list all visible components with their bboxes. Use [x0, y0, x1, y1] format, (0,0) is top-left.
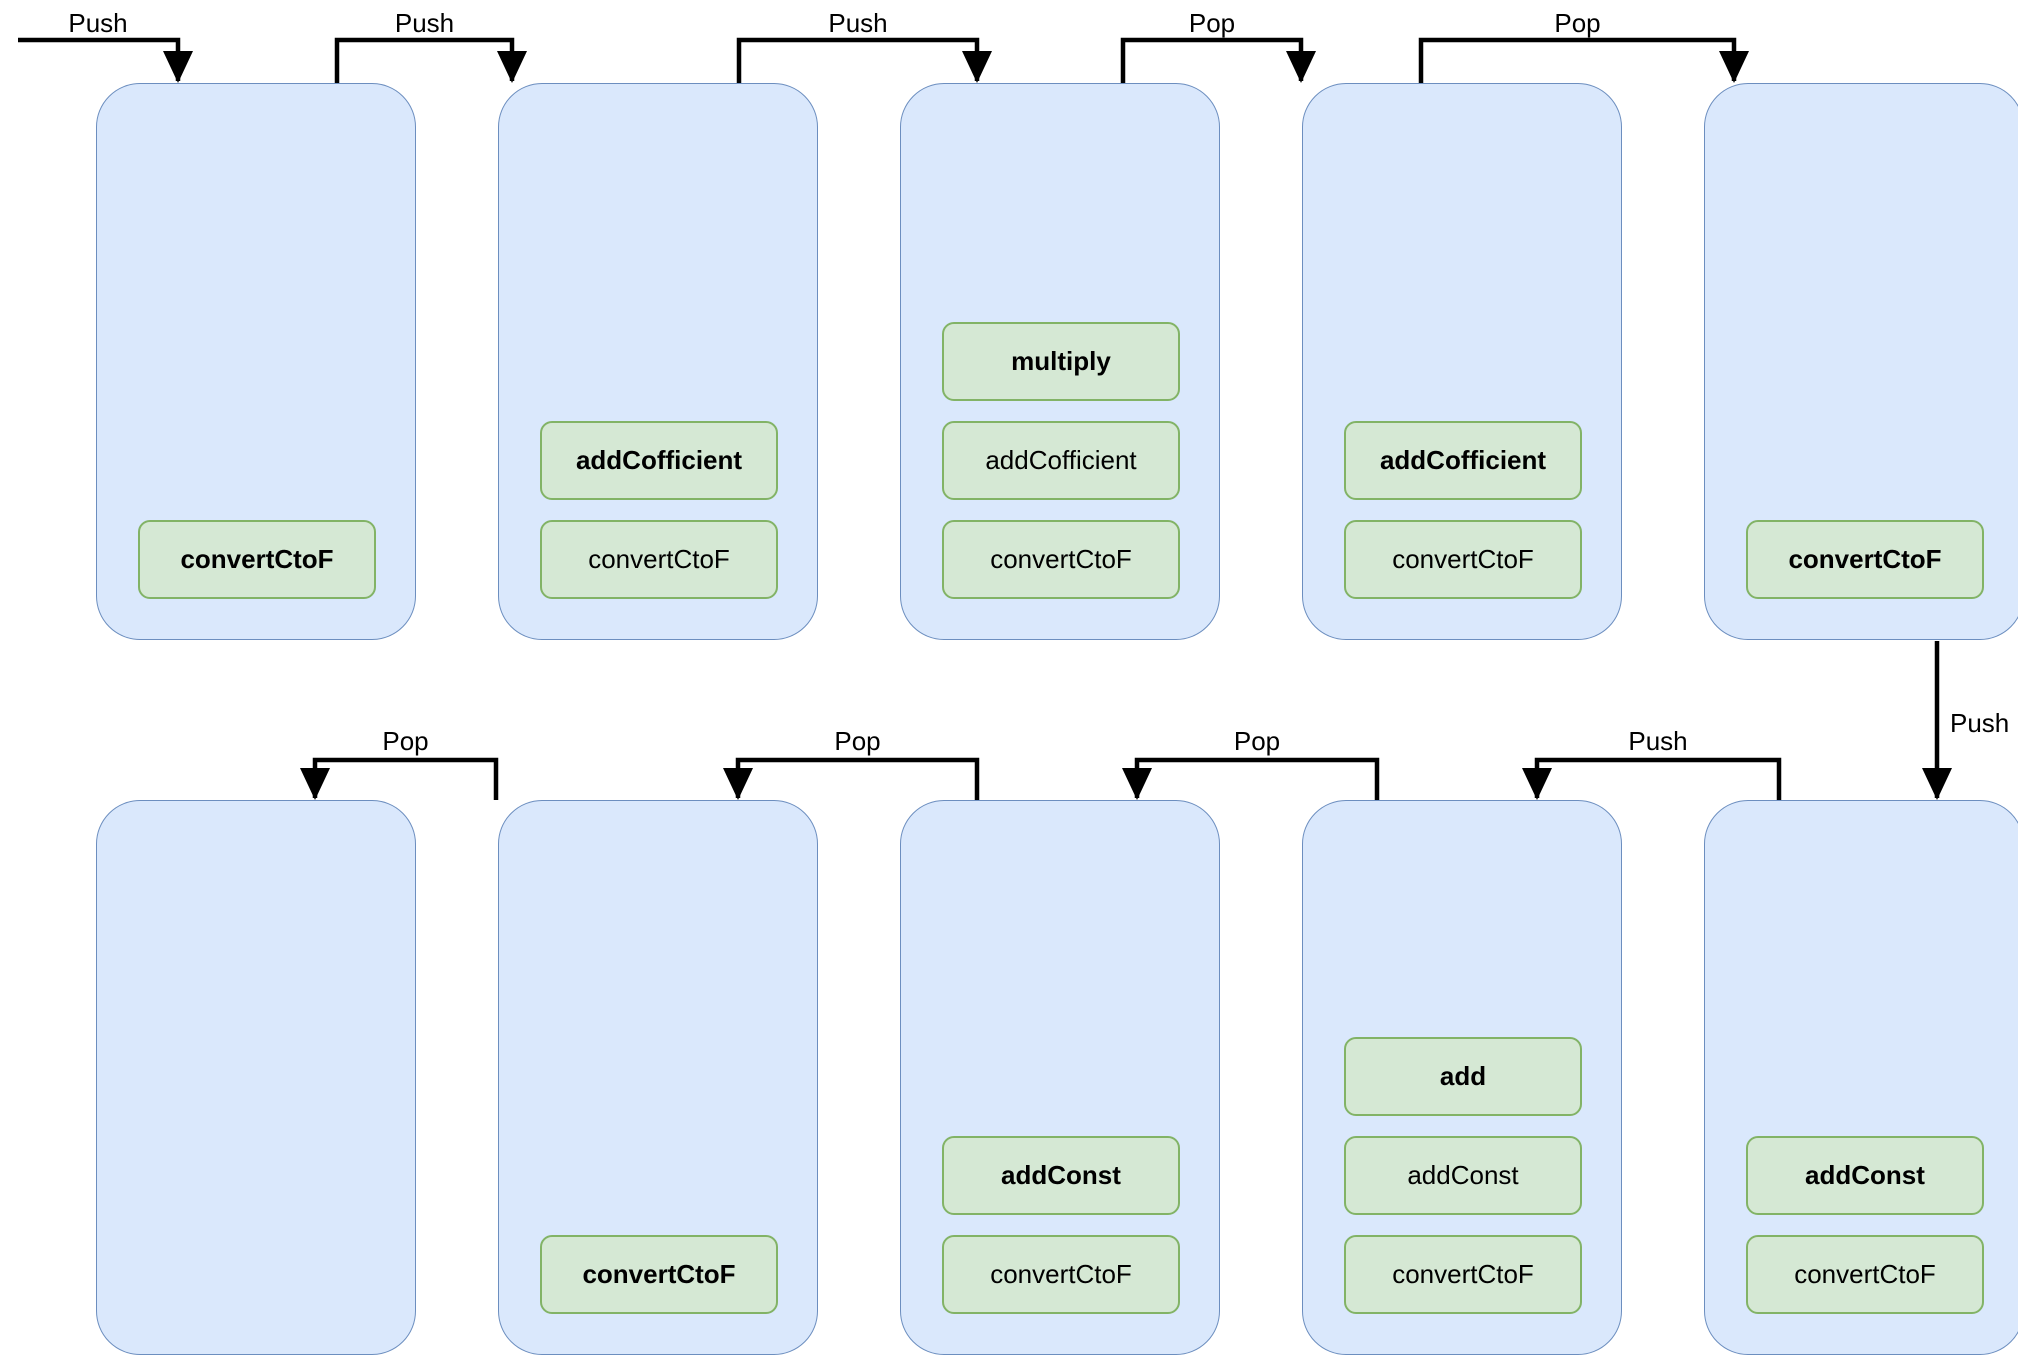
stack-frame: convertCtoF: [540, 1235, 778, 1314]
call-stack-bottom-5: convertCtoF addConst: [1704, 800, 2018, 1355]
pop-arrow: [1418, 37, 1749, 83]
pop-arrow: [723, 757, 980, 800]
call-stack-top-3: convertCtoF addCofficient multiply: [900, 83, 1220, 640]
stack-frame: addConst: [942, 1136, 1180, 1215]
pop-arrow: [1120, 37, 1316, 83]
stack-frame: convertCtoF: [942, 1235, 1180, 1314]
call-stack-bottom-2: convertCtoF: [498, 800, 818, 1355]
stack-frame: multiply: [942, 322, 1180, 401]
push-arrow: [334, 37, 527, 83]
pop-arrow: [300, 757, 499, 800]
call-stack-top-5: convertCtoF: [1704, 83, 2018, 640]
call-stack-top-1: convertCtoF: [96, 83, 416, 640]
stack-frame: convertCtoF: [942, 520, 1180, 599]
stack-frame: convertCtoF: [540, 520, 778, 599]
call-stack-bottom-4: convertCtoF addConst add: [1302, 800, 1622, 1355]
call-stack-bottom-1: [96, 800, 416, 1355]
push-arrow: [1522, 757, 1782, 800]
push-arrow: [736, 37, 992, 83]
push-arrow: [18, 37, 193, 83]
stack-frame: convertCtoF: [1344, 1235, 1582, 1314]
stack-frame: convertCtoF: [1746, 520, 1984, 599]
stack-frame: addCofficient: [540, 421, 778, 500]
call-stack-bottom-3: convertCtoF addConst: [900, 800, 1220, 1355]
stack-frame: addCofficient: [942, 421, 1180, 500]
stack-frame: addConst: [1344, 1136, 1582, 1215]
stack-frame: convertCtoF: [138, 520, 376, 599]
stack-frame: addConst: [1746, 1136, 1984, 1215]
stack-frame: convertCtoF: [1344, 520, 1582, 599]
stack-frame: addCofficient: [1344, 421, 1582, 500]
call-stack-top-4: convertCtoF addCofficient: [1302, 83, 1622, 640]
stack-frame: convertCtoF: [1746, 1235, 1984, 1314]
stack-frame: add: [1344, 1037, 1582, 1116]
pop-arrow: [1122, 757, 1380, 800]
call-stack-top-2: convertCtoF addCofficient: [498, 83, 818, 640]
